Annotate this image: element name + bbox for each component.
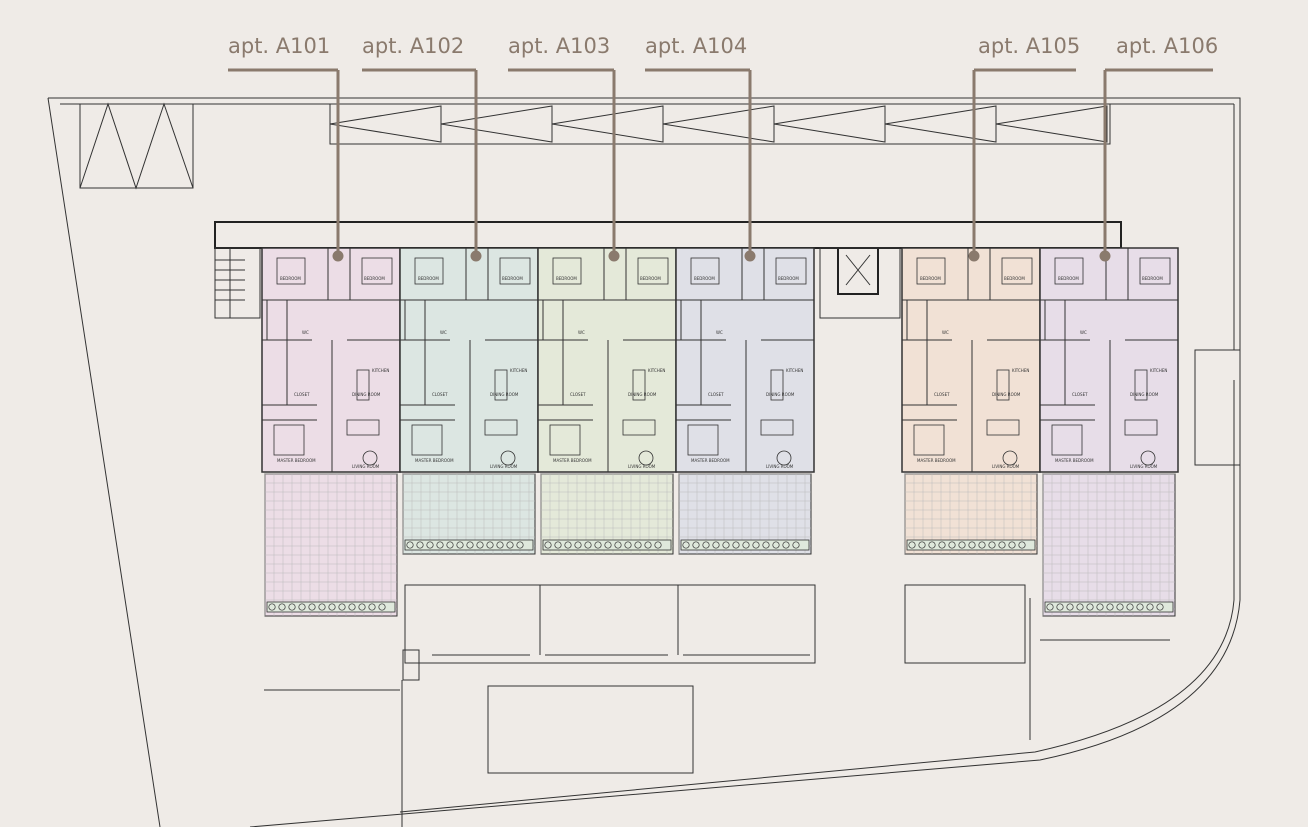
apartment-label-2[interactable]: apt. A102 [362, 34, 482, 262]
apartment-label-text[interactable]: apt. A105 [978, 34, 1080, 58]
apartment-3[interactable]: BEDROOM BEDROOM WC CLOSET KITCHEN DINING ROOM… [537, 247, 677, 555]
room-label-dining-room: DINING ROOM [490, 392, 519, 397]
apartment-marker-dot[interactable] [608, 250, 620, 262]
room-label-dining-room: DINING ROOM [766, 392, 795, 397]
room-label-bedroom: BEDROOM [1058, 276, 1079, 281]
room-label-closet: CLOSET [934, 392, 950, 397]
terrace [1042, 473, 1176, 617]
room-label-closet: CLOSET [570, 392, 586, 397]
apartment-marker-dot[interactable] [968, 250, 980, 262]
room-label-wc: WC [302, 330, 309, 335]
corridor [214, 221, 1122, 249]
apartment-label-text[interactable]: apt. A102 [362, 34, 464, 58]
room-label-living-room: LIVING ROOM [992, 464, 1020, 469]
room-label-bedroom: BEDROOM [364, 276, 385, 281]
room-label-wc: WC [440, 330, 447, 335]
apartment-marker-dot[interactable] [1099, 250, 1111, 262]
room-label-closet: CLOSET [1072, 392, 1088, 397]
site-outline [47, 97, 1241, 827]
room-label-bedroom: BEDROOM [920, 276, 941, 281]
room-label-bedroom: BEDROOM [778, 276, 799, 281]
apartment-label-4[interactable]: apt. A104 [645, 34, 756, 262]
room-label-bedroom: BEDROOM [502, 276, 523, 281]
planter [542, 539, 672, 551]
room-label-master-bedroom: MASTER BEDROOM [277, 458, 316, 463]
apartment-label-text[interactable]: apt. A103 [508, 34, 610, 58]
elevator-core [819, 247, 901, 319]
room-label-closet: CLOSET [708, 392, 724, 397]
planter [266, 601, 396, 613]
room-label-wc: WC [716, 330, 723, 335]
room-label-living-room: LIVING ROOM [352, 464, 380, 469]
leader-line [1103, 68, 1213, 256]
room-label-master-bedroom: MASTER BEDROOM [553, 458, 592, 463]
apartment-marker-dot[interactable] [744, 250, 756, 262]
room-label-living-room: LIVING ROOM [766, 464, 794, 469]
planter [404, 539, 534, 551]
room-label-bedroom: BEDROOM [418, 276, 439, 281]
common-areas [402, 584, 1026, 681]
room-label-master-bedroom: MASTER BEDROOM [917, 458, 956, 463]
leader-line [362, 68, 478, 256]
room-label-kitchen: KITCHEN [510, 368, 527, 373]
leader-line [508, 68, 616, 256]
room-label-wc: WC [1080, 330, 1087, 335]
planter [1044, 601, 1174, 613]
room-label-wc: WC [942, 330, 949, 335]
apartment-label-6[interactable]: apt. A106 [1099, 34, 1219, 262]
room-label-kitchen: KITCHEN [648, 368, 665, 373]
terrace [264, 473, 398, 617]
room-label-master-bedroom: MASTER BEDROOM [691, 458, 730, 463]
room-label-bedroom: BEDROOM [1004, 276, 1025, 281]
room-label-bedroom: BEDROOM [640, 276, 661, 281]
room-label-dining-room: DINING ROOM [352, 392, 381, 397]
apartment-label-text[interactable]: apt. A104 [645, 34, 747, 58]
stair-left [214, 247, 261, 319]
ramp-arrows [329, 105, 1108, 143]
room-label-dining-room: DINING ROOM [1130, 392, 1159, 397]
room-label-wc: WC [578, 330, 585, 335]
room-label-bedroom: BEDROOM [556, 276, 577, 281]
leader-line [972, 68, 1076, 256]
room-label-closet: CLOSET [294, 392, 310, 397]
room-label-dining-room: DINING ROOM [628, 392, 657, 397]
room-label-kitchen: KITCHEN [786, 368, 803, 373]
room-label-bedroom: BEDROOM [280, 276, 301, 281]
apartment-marker-dot[interactable] [332, 250, 344, 262]
apartment-label-text[interactable]: apt. A101 [228, 34, 330, 58]
planter [680, 539, 810, 551]
room-label-master-bedroom: MASTER BEDROOM [1055, 458, 1094, 463]
apartment-5[interactable]: BEDROOM BEDROOM WC CLOSET KITCHEN DINING ROOM… [901, 247, 1041, 555]
apartment-label-5[interactable]: apt. A105 [968, 34, 1081, 262]
room-label-master-bedroom: MASTER BEDROOM [415, 458, 454, 463]
room-label-living-room: LIVING ROOM [628, 464, 656, 469]
leader-line [645, 68, 752, 256]
leader-line [228, 68, 340, 256]
planter [906, 539, 1036, 551]
room-label-bedroom: BEDROOM [694, 276, 715, 281]
room-label-kitchen: KITCHEN [372, 368, 389, 373]
apartment-marker-dot[interactable] [470, 250, 482, 262]
room-label-kitchen: KITCHEN [1012, 368, 1029, 373]
room-label-kitchen: KITCHEN [1150, 368, 1167, 373]
apartment-1[interactable]: BEDROOM BEDROOM WC CLOSET KITCHEN DINING ROOM… [261, 247, 401, 617]
apartment-label-3[interactable]: apt. A103 [508, 34, 620, 262]
apartment-label-1[interactable]: apt. A101 [228, 34, 344, 262]
room-label-bedroom: BEDROOM [1142, 276, 1163, 281]
room-label-living-room: LIVING ROOM [490, 464, 518, 469]
apartment-label-text[interactable]: apt. A106 [1116, 34, 1218, 58]
apartment-4[interactable]: BEDROOM BEDROOM WC CLOSET KITCHEN DINING ROOM… [675, 247, 815, 555]
room-label-living-room: LIVING ROOM [1130, 464, 1158, 469]
room-label-closet: CLOSET [432, 392, 448, 397]
apartment-2[interactable]: BEDROOM BEDROOM WC CLOSET KITCHEN DINING ROOM… [399, 247, 539, 555]
apartment-6[interactable]: BEDROOM BEDROOM WC CLOSET KITCHEN DINING ROOM… [1039, 247, 1179, 617]
room-label-dining-room: DINING ROOM [992, 392, 1021, 397]
